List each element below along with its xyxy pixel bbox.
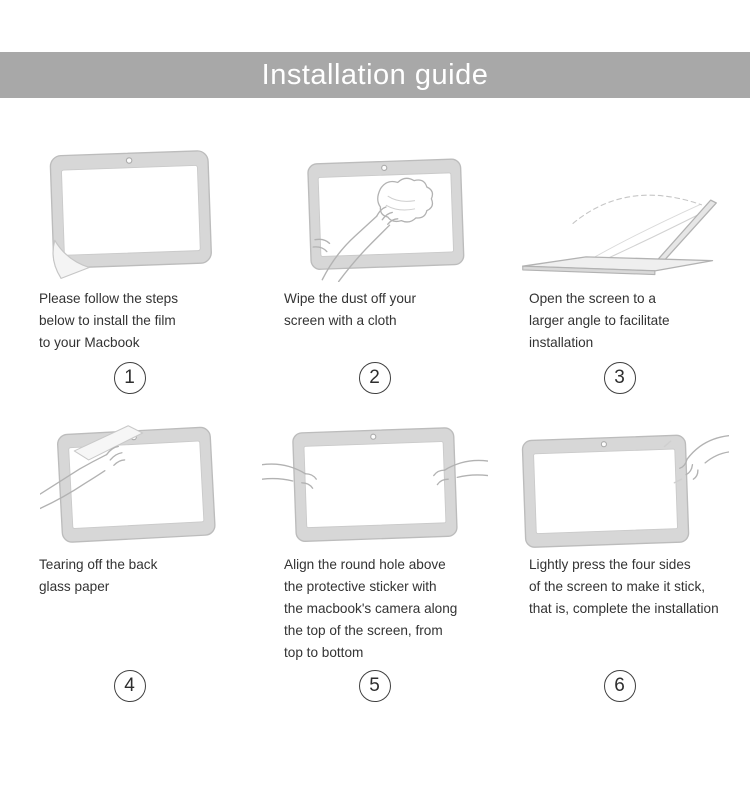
step-4-number: 4 xyxy=(124,675,135,696)
step-3-caption: Open the screen to a larger angle to fac… xyxy=(529,291,670,350)
step-5-caption: Align the round hole above the protectiv… xyxy=(284,557,458,660)
step-1-caption: Please follow the steps below to install… xyxy=(39,291,179,350)
step-1-illustration xyxy=(7,98,252,288)
align-camera-hole-icon xyxy=(261,427,488,542)
steps-grid: Please follow the steps below to install… xyxy=(0,98,750,702)
step-2-number-badge: 2 xyxy=(358,362,391,394)
step-3-number: 3 xyxy=(614,367,625,388)
step-6: Lightly press the four sides of the scre… xyxy=(497,394,742,702)
step-4: Tearing off the back glass paper 4 xyxy=(7,394,252,702)
step-4-illustration xyxy=(7,394,252,554)
press-four-sides-icon xyxy=(521,434,729,548)
step-3-number-badge: 3 xyxy=(603,362,636,394)
step-1: Please follow the steps below to install… xyxy=(7,98,252,394)
step-6-number-badge: 6 xyxy=(603,670,636,702)
step-4-caption: Tearing off the back glass paper xyxy=(39,557,158,594)
step-5-number-badge: 5 xyxy=(358,670,391,702)
step-6-number: 6 xyxy=(614,675,625,696)
header-banner: Installation guide xyxy=(0,52,750,98)
open-laptop-angle-icon xyxy=(522,194,717,276)
step-2: Wipe the dust off your screen with a clo… xyxy=(252,98,497,394)
step-5-number: 5 xyxy=(369,675,380,696)
step-2-caption: Wipe the dust off your screen with a clo… xyxy=(284,291,416,328)
step-2-illustration xyxy=(252,98,497,288)
step-1-number-badge: 1 xyxy=(113,362,146,394)
installation-guide-page: Installation guide Please follow the ste… xyxy=(0,52,750,702)
macbook-film-peel-icon xyxy=(49,150,212,279)
step-5: Align the round hole above the protectiv… xyxy=(252,394,497,702)
step-3-illustration xyxy=(497,98,742,288)
wipe-screen-cloth-icon xyxy=(306,158,464,282)
step-5-illustration xyxy=(252,394,497,554)
step-6-illustration xyxy=(497,394,742,554)
step-1-number: 1 xyxy=(124,367,135,388)
page-title: Installation guide xyxy=(261,58,489,91)
tear-back-paper-icon xyxy=(39,425,216,543)
step-4-number-badge: 4 xyxy=(113,670,146,702)
step-2-number: 2 xyxy=(369,367,380,388)
step-6-caption: Lightly press the four sides of the scre… xyxy=(529,557,719,616)
step-3: Open the screen to a larger angle to fac… xyxy=(497,98,742,394)
